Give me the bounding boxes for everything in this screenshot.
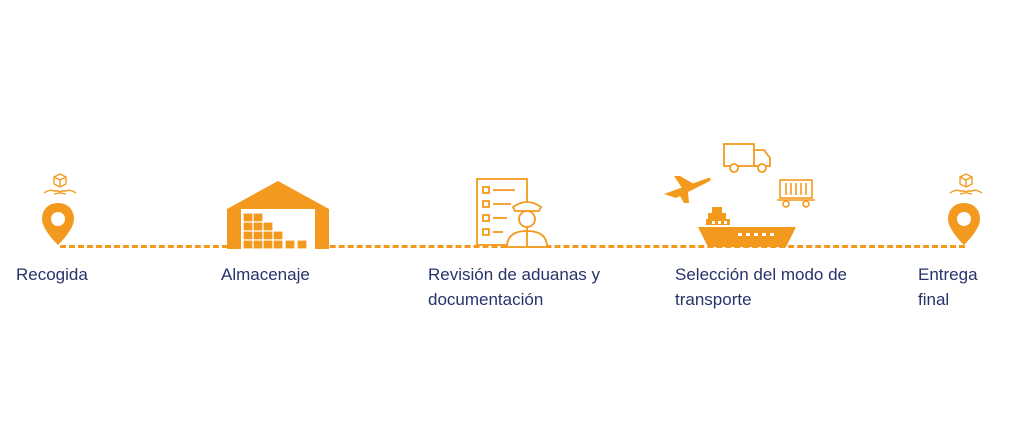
customs-officer-checklist-icon xyxy=(476,178,548,248)
step-label-recogida: Recogida xyxy=(16,265,88,284)
step-label-aduanas: Revisión de aduanas y documentación xyxy=(428,265,601,309)
package-handling-icon xyxy=(949,173,983,195)
cargo-ship-icon xyxy=(698,207,796,247)
step-label-almacenaje: Almacenaje xyxy=(221,265,310,284)
step-label-entrega: Entrega final xyxy=(918,265,978,309)
warehouse-icon xyxy=(227,181,329,250)
airplane-icon xyxy=(664,176,711,203)
step-label-transporte: Selección del modo de transporte xyxy=(675,265,848,309)
truck-icon xyxy=(723,143,771,173)
railcar-container-icon xyxy=(777,179,815,208)
package-handling-icon xyxy=(43,173,77,195)
location-pin-icon xyxy=(42,203,74,245)
location-pin-icon xyxy=(948,203,980,245)
